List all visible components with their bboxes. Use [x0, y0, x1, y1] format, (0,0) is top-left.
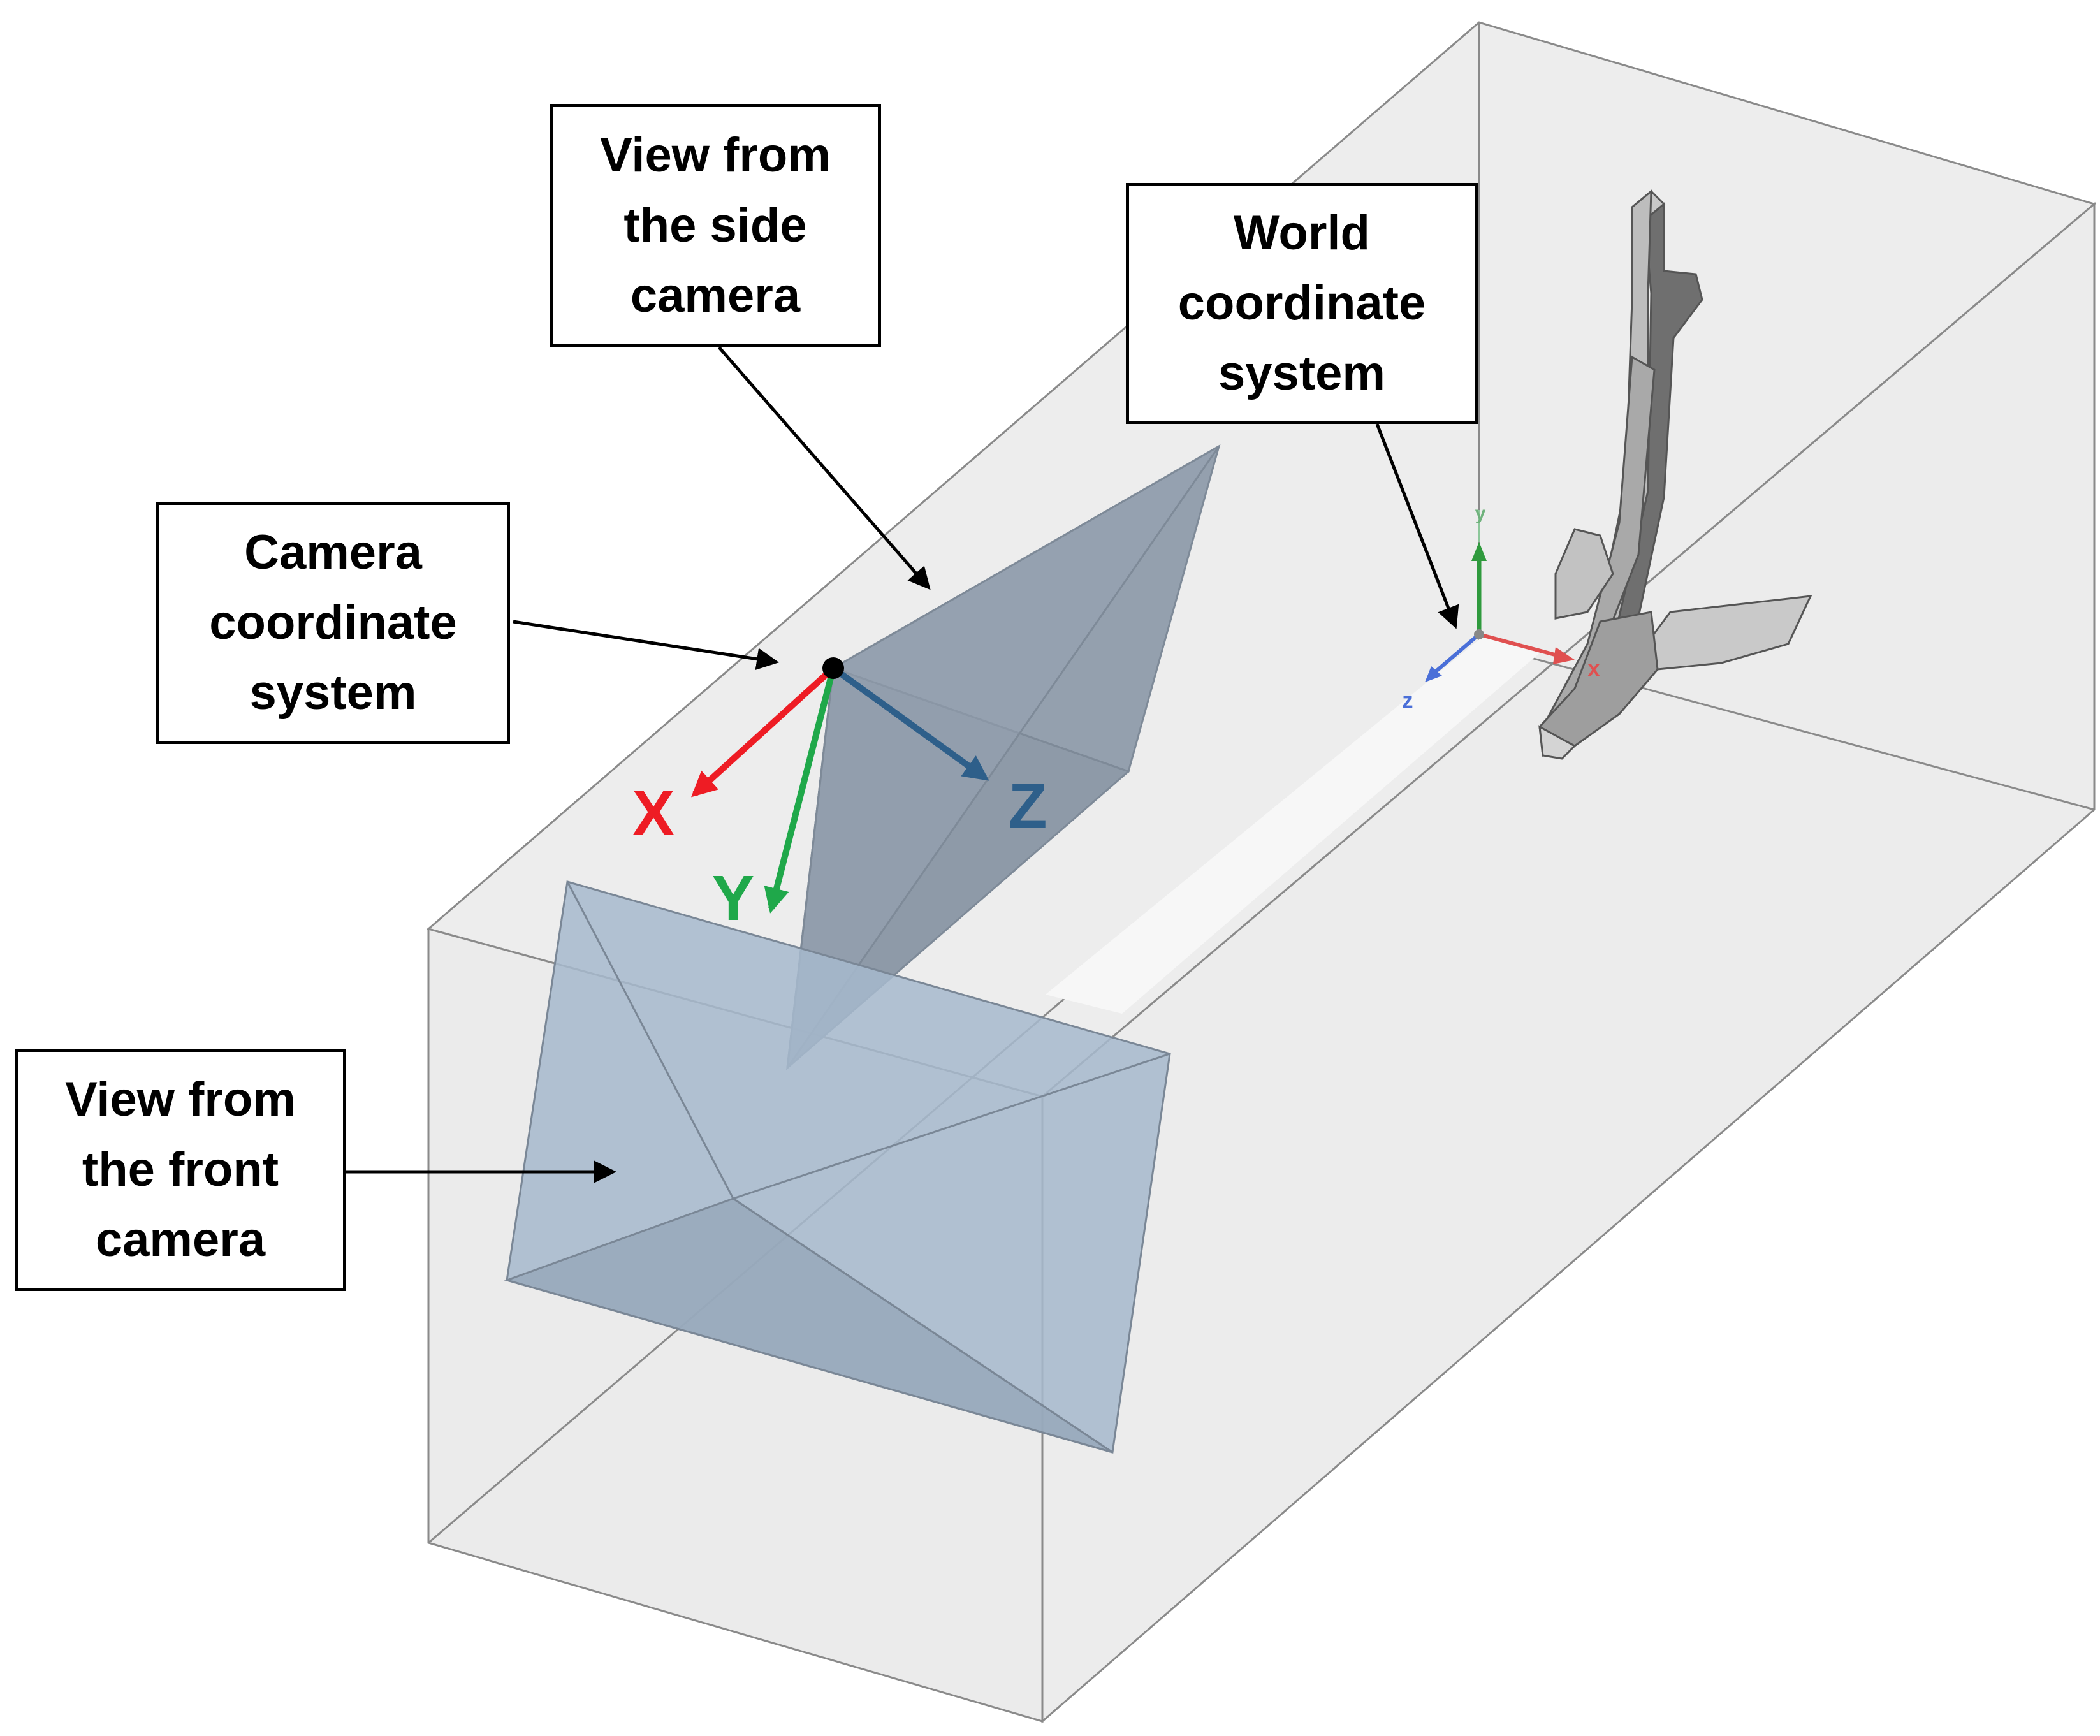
side-camera-leader: [718, 346, 931, 590]
camera-cs-line-1: Camera: [244, 525, 422, 580]
world-axes: x y z: [1403, 503, 1600, 713]
front-frustum-edge: [733, 1197, 1113, 1454]
world-x-arrowhead: [1553, 647, 1575, 664]
object-model: [1538, 189, 1812, 760]
world-cs-line-2: coordinate: [1178, 276, 1426, 330]
world-origin: [1474, 629, 1484, 639]
front-frustum-edge: [733, 1053, 1170, 1200]
front-frustum-edge: [566, 881, 734, 1199]
camera-x-label: X: [632, 778, 675, 849]
camera-y-axis: [764, 667, 836, 914]
side-camera-line-3: camera: [630, 268, 801, 323]
world-cs-line-3: system: [1218, 346, 1385, 400]
world-cs-line-1: World: [1234, 206, 1370, 260]
world-x-label: x: [1588, 657, 1600, 681]
camera-z-axis: [831, 665, 989, 781]
front-camera-line-1: View from: [65, 1072, 296, 1127]
camera-origin-dot: [822, 657, 844, 679]
world-cs-leader: [1375, 423, 1459, 629]
camera-x-axis: [691, 666, 836, 798]
world-y-arrowhead: [1471, 542, 1487, 561]
camera-axes: X Y Z: [632, 657, 1047, 934]
leader-arrows: [344, 346, 1459, 1183]
world-z-axis: [1433, 632, 1480, 675]
camera-cs-line-2: coordinate: [209, 595, 457, 650]
world-z-arrowhead: [1425, 666, 1442, 682]
camera-cs-callout: Camera coordinate system: [156, 502, 510, 744]
floor-strip: [1046, 634, 1543, 1014]
side-camera-line-1: View from: [600, 128, 831, 182]
world-z-label: z: [1403, 689, 1413, 713]
world-x-axis: [1478, 632, 1563, 659]
camera-cs-leader: [513, 620, 779, 671]
side-frustum-face: [786, 445, 1220, 1069]
object-leaf-face: [1554, 528, 1614, 620]
world-y-label: y: [1475, 503, 1486, 524]
front-camera-line-2: the front: [82, 1142, 279, 1197]
camera-y-label: Y: [712, 863, 755, 934]
object-leaf-face: [1538, 725, 1577, 760]
side-camera-frustum: [786, 444, 1221, 1070]
side-camera-callout: View from the side camera: [550, 104, 881, 347]
world-cs-callout: World coordinate system: [1126, 183, 1478, 424]
front-camera-callout: View from the front camera: [15, 1049, 346, 1291]
camera-cs-line-3: system: [249, 666, 417, 720]
side-camera-line-2: the side: [623, 198, 807, 252]
camera-z-label: Z: [1008, 770, 1047, 842]
front-camera-line-3: camera: [95, 1213, 266, 1267]
front-camera-frustum: [504, 880, 1171, 1454]
